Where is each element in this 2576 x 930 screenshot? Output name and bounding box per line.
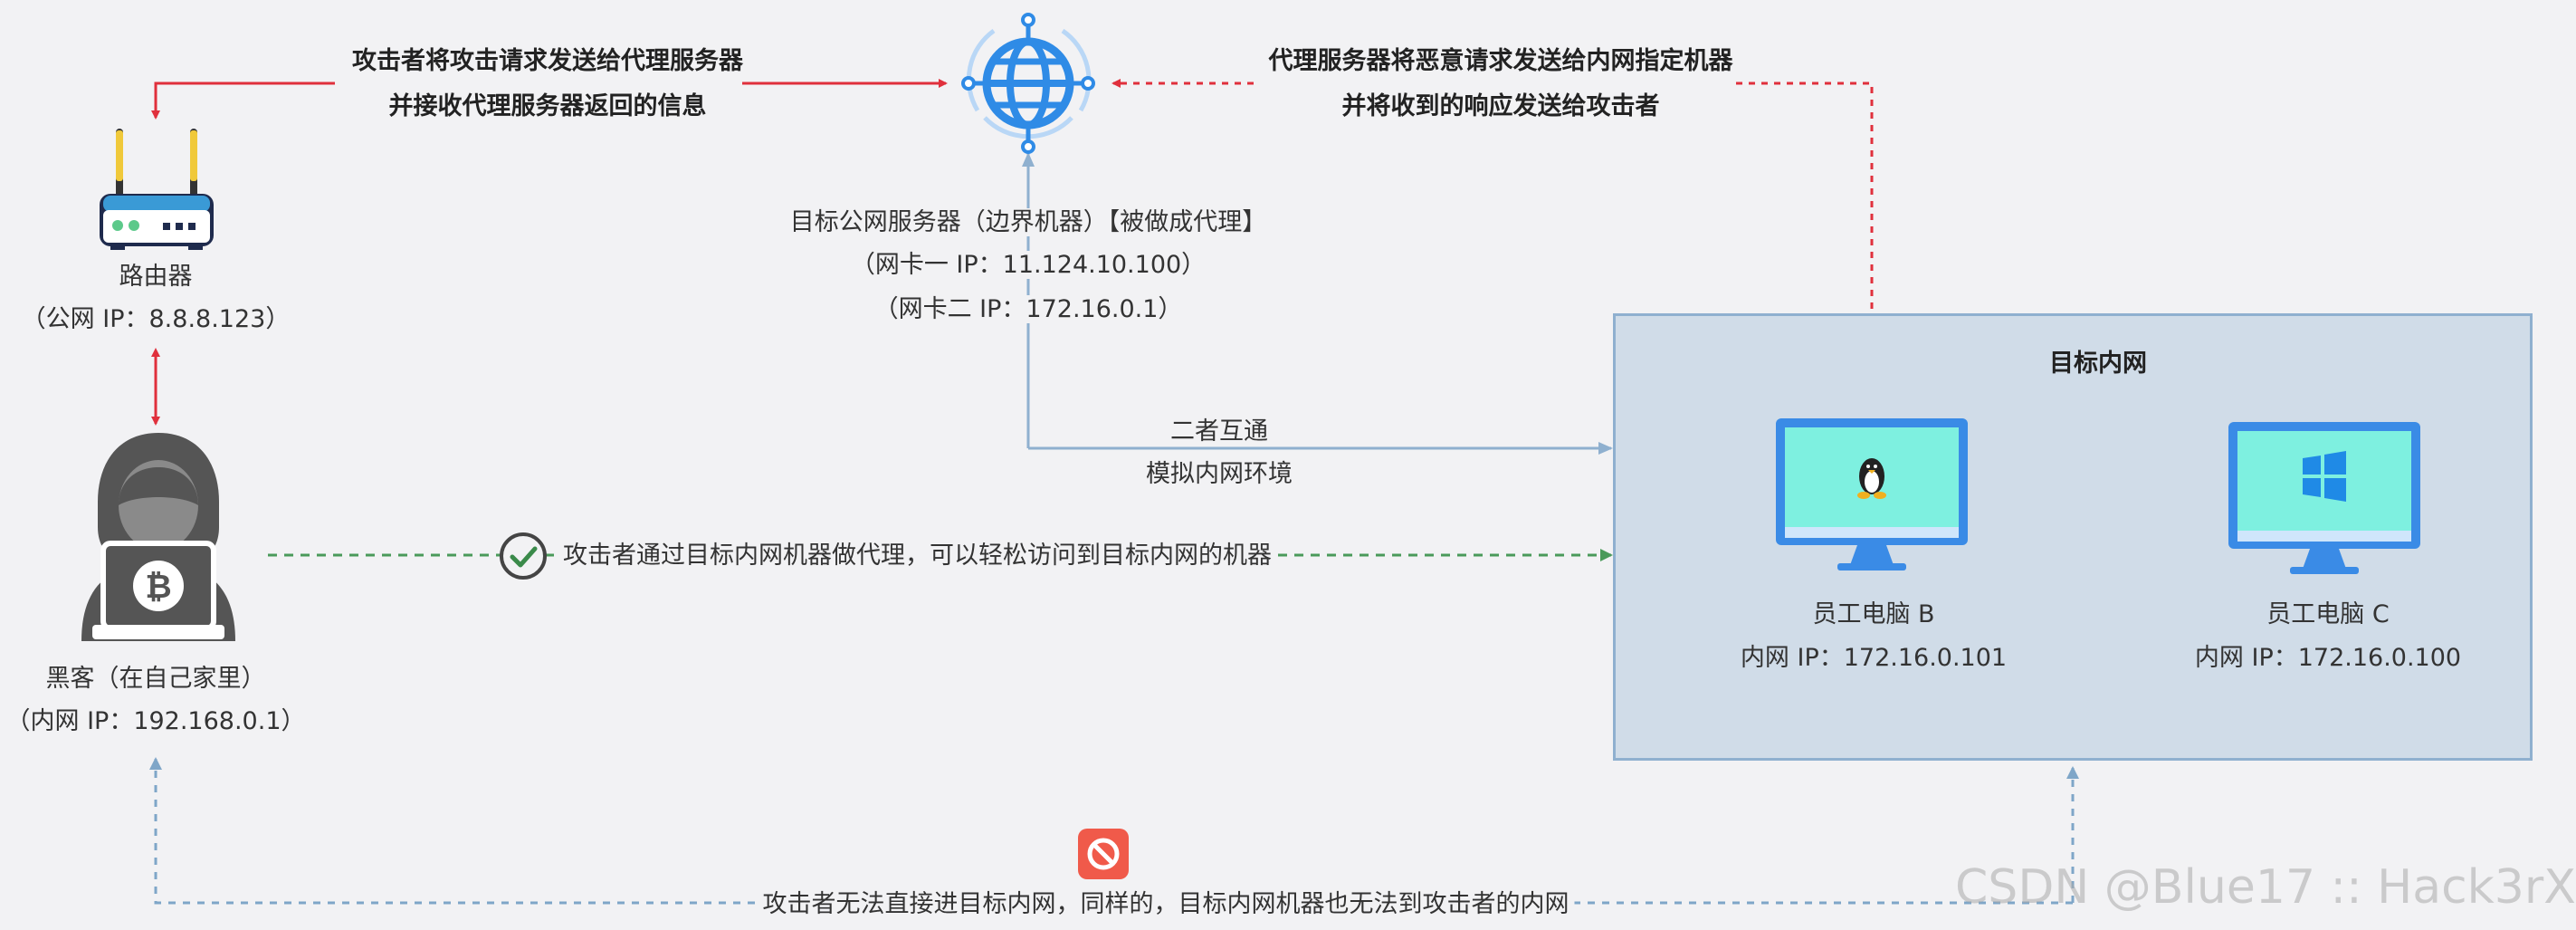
linux-monitor-icon [1776,418,1968,570]
label-proxy-to-intranet-line1: 代理服务器将恶意请求发送给内网指定机器 [1268,47,1733,75]
pc-c-name: 员工电脑 C [2266,600,2390,628]
label-attacker-to-proxy-line2: 并接收代理服务器返回的信息 [388,92,707,120]
watermark: CSDN @Blue17 :: Hack3rX [1955,860,2576,915]
label-proxy-to-intranet-line2: 并将收到的响应发送给攻击者 [1341,92,1660,120]
hacker-name: 黑客（在自己家里） [45,665,266,693]
pc-b-ip: 内网 IP：172.16.0.101 [1740,644,2008,672]
forbidden-icon [1078,829,1129,879]
check-circle-icon [500,532,547,580]
server-nic2: （网卡二 IP：172.16.0.1） [868,295,1188,323]
server-name: 目标公网服务器（边界机器）【被做成代理】 [784,208,1273,236]
router-name: 路由器 [119,263,193,291]
server-nic1: （网卡一 IP：11.124.10.100） [844,251,1212,279]
pc-b-name: 员工电脑 B [1812,600,1935,628]
label-no-access: 攻击者无法直接进目标内网，同样的，目标内网机器也无法到攻击者的内网 [757,890,1575,918]
label-proxy-access: 攻击者通过目标内网机器做代理，可以轻松访问到目标内网的机器 [558,542,1277,570]
svg-text:₿: ₿ [145,569,171,606]
globe-icon [961,13,1095,154]
arrow-attacker-to-proxy [151,81,335,120]
router-ip: （公网 IP：8.8.8.123） [21,305,291,333]
label-attacker-to-proxy-line1: 攻击者将攻击请求发送给代理服务器 [352,47,743,75]
router-icon [100,129,214,250]
intranet-title: 目标内网 [2049,350,2147,378]
hacker-ip: （内网 IP：192.168.0.1） [5,707,306,735]
hacker-icon: ₿ [81,433,235,641]
windows-monitor-icon [2228,422,2420,574]
label-interconnect-line1: 二者互通 [1165,417,1274,446]
label-interconnect-line2: 模拟内网环境 [1140,460,1298,488]
pc-c-ip: 内网 IP：172.16.0.100 [2194,644,2462,672]
